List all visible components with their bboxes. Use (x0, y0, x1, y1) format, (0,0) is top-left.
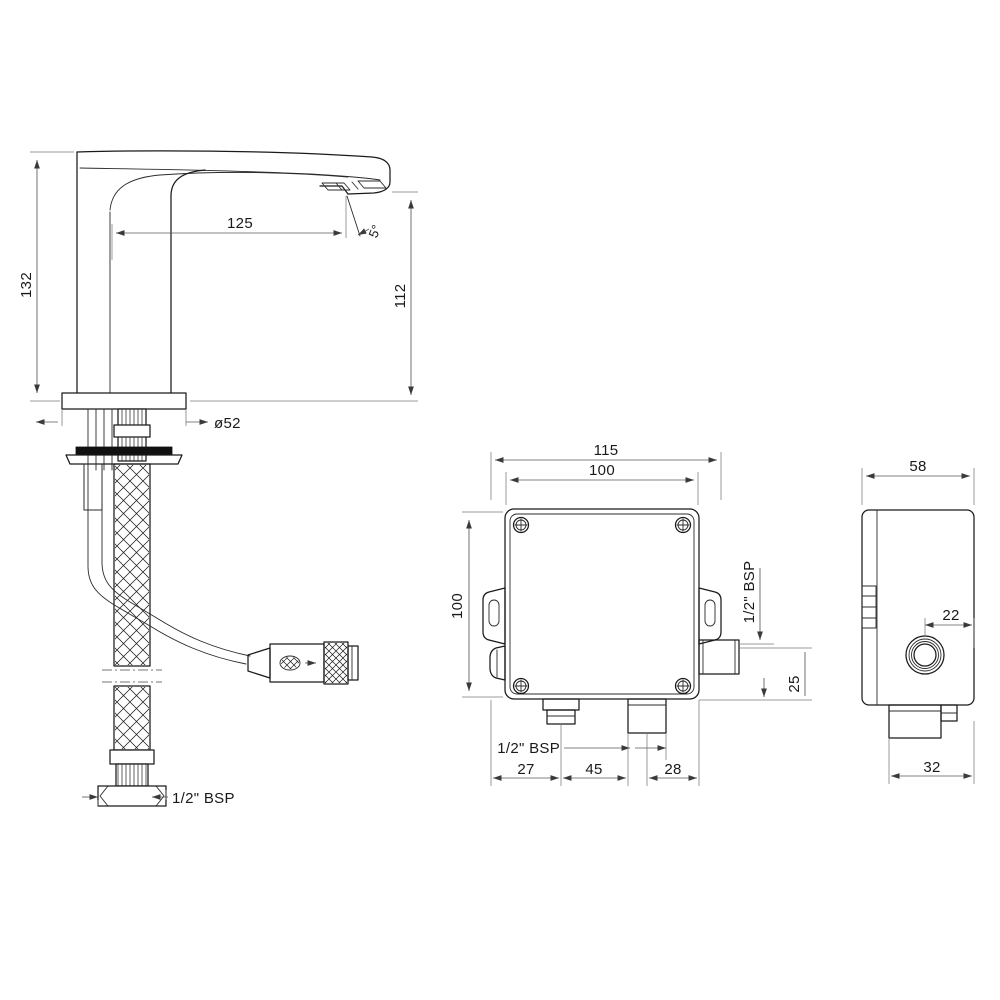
control-box-outlet-right (698, 639, 740, 675)
screw-bottom-right (674, 677, 692, 695)
dimension-22: 22 (924, 607, 975, 648)
flexible-hose (97, 463, 167, 807)
spout-outlet-detail (321, 180, 387, 191)
dimension-5-degree: 5° (346, 195, 385, 240)
dimension-bottom-chain: 27 45 28 (490, 700, 700, 786)
dimension-25-label: 25 (786, 675, 803, 692)
dimension-box-thread-bottom: 1/2" BSP (497, 740, 630, 757)
control-box-side-view: 58 22 32 (861, 458, 975, 784)
faucet-side-view: 132 112 125 5° (18, 150, 418, 807)
dimension-115-label: 115 (594, 442, 619, 459)
dimension-5-degree-label: 5° (366, 223, 385, 240)
control-box-bottom-ports (542, 698, 667, 734)
dimension-132-label: 132 (18, 272, 35, 298)
screw-bottom-left (512, 677, 530, 695)
dimension-100-height: 100 (449, 511, 503, 698)
dimension-hose-thread-label: 1/2" BSP (172, 790, 235, 807)
control-box-side-outlet (888, 704, 958, 739)
faucet-spout-body (76, 150, 391, 394)
faucet-base-flange (61, 392, 187, 410)
dimension-112: 112 (190, 191, 418, 402)
dimension-22-label: 22 (942, 607, 959, 624)
control-box-screws (512, 516, 692, 695)
screw-top-right (674, 516, 692, 534)
dimension-27-label: 27 (517, 761, 534, 778)
dimension-base-diameter-label: ø52 (214, 415, 241, 432)
dimension-25: 25 (699, 647, 812, 701)
dimension-32-label: 32 (923, 759, 940, 776)
sensor-cable-assembly (87, 469, 359, 685)
dimension-32: 32 (888, 721, 975, 784)
dimension-132: 132 (18, 151, 74, 402)
dimension-base-diameter: ø52 (36, 409, 241, 432)
dimension-box-thread-right-label: 1/2" BSP (741, 561, 758, 624)
control-box-front-view: 115 100 100 1/2" BSP (449, 442, 812, 786)
control-box-side-connector (905, 635, 945, 675)
control-box-mounting-ears (482, 587, 722, 645)
control-box-bottom-port-left (542, 698, 580, 725)
dimension-45-label: 45 (585, 761, 602, 778)
dimension-112-label: 112 (392, 284, 409, 309)
dimension-box-thread-bottom-label: 1/2" BSP (497, 740, 560, 757)
control-box-sensor-port (489, 645, 506, 681)
dimension-58: 58 (861, 458, 975, 505)
control-box-side-ribs (861, 585, 877, 629)
dimension-28-label: 28 (664, 761, 681, 778)
control-box-body (504, 508, 700, 700)
dimension-100-height-label: 100 (449, 593, 466, 619)
dimension-box-thread-right: 1/2" BSP (739, 561, 774, 645)
dimension-125: 125 (111, 196, 347, 260)
dimension-hose-thread: 1/2" BSP (82, 790, 235, 807)
dimension-115: 115 (490, 442, 722, 500)
dimension-100-width-label: 100 (589, 462, 615, 479)
dimension-125-label: 125 (227, 215, 253, 232)
dimension-58-label: 58 (909, 458, 926, 475)
screw-top-left (512, 516, 530, 534)
dimension-100-width: 100 (505, 462, 699, 505)
faucet-mounting-shank (65, 408, 183, 511)
control-box-bottom-port-mid (627, 698, 667, 734)
